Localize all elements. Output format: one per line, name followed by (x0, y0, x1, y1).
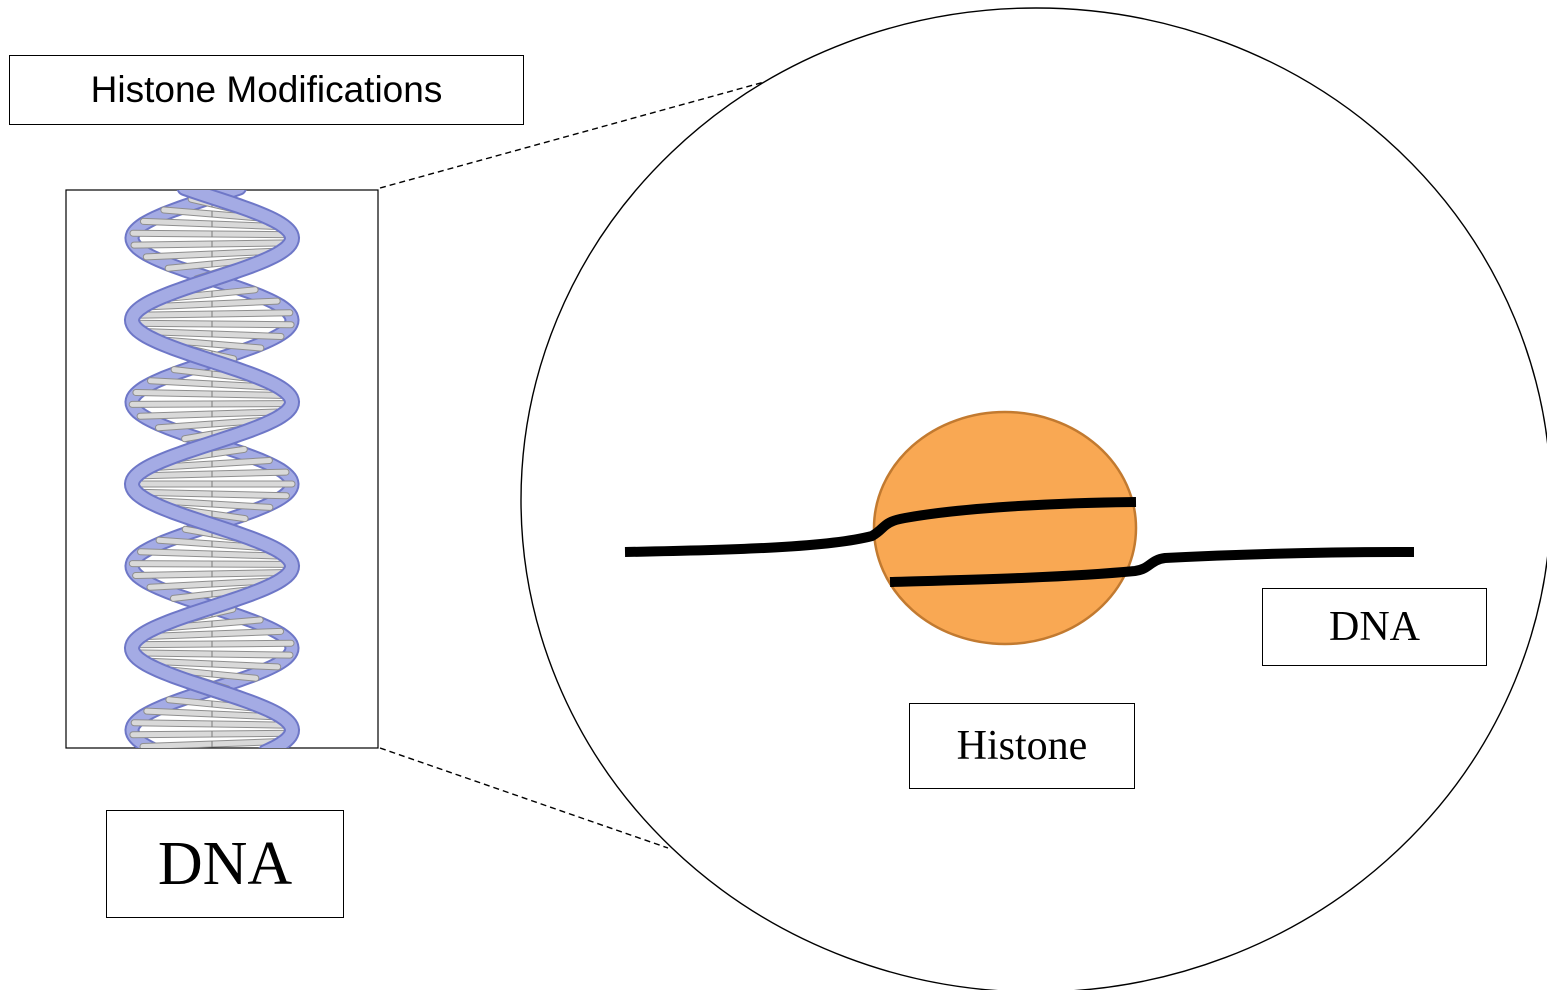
dna-label-text: DNA (157, 829, 293, 898)
dna-helix-illustration (123, 190, 301, 748)
histone-label-box: Histone (909, 703, 1135, 789)
dna-strand-left-segment (624, 497, 1137, 557)
histone-label-text: Histone (956, 723, 1088, 769)
zoom-connector-bottom (379, 747, 669, 849)
zoom-dna-label-text: DNA (1329, 604, 1420, 650)
dna-label-box: DNA (106, 810, 344, 918)
zoom-dna-label-box: DNA (1262, 588, 1487, 666)
title-text: Histone Modifications (90, 69, 443, 110)
zoom-connector-top (379, 75, 787, 189)
dna-strand-right-segment (889, 547, 1415, 587)
histone-core (872, 410, 1138, 646)
helix-front-strand (125, 190, 299, 748)
title-label-box: Histone Modifications (9, 55, 524, 125)
